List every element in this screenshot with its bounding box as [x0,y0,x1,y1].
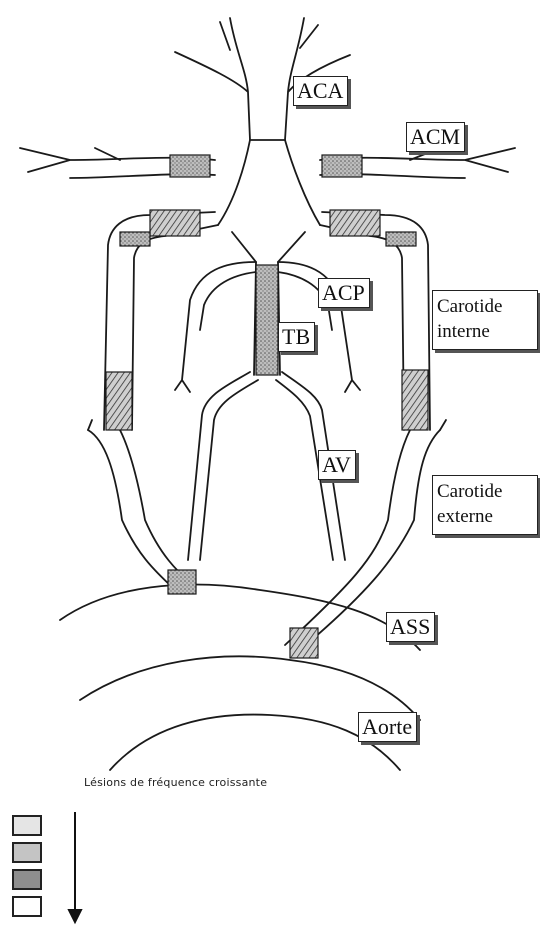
lesion-right-mca [170,155,210,177]
label-aca: ACA [293,76,348,106]
right-vertebral [188,372,250,560]
lesion-left-subclavian [290,628,318,658]
pcom-right [232,232,256,262]
right-aca [175,18,250,140]
right-aca-link [218,140,250,225]
arrow-down-icon [69,812,81,922]
lesion-ca-junction-right [120,232,150,246]
lesion-right-cervical-ica [106,372,132,430]
label-av: AV [318,450,356,480]
label-tb: TB [278,322,315,352]
diagram-caption: Lésions de fréquence croissante [84,776,344,789]
pcom-left [278,232,305,262]
label-carotide-externe: Carotide externe [432,475,538,535]
legend-swatch-heavy [12,869,42,890]
left-internal-carotid-2 [320,225,404,430]
legend-swatch-medium [12,842,42,863]
label-aorte: Aorte [358,712,417,742]
label-acp: ACP [318,278,370,308]
right-common-carotid-2 [120,430,190,582]
lesion-ca-junction-left [386,232,416,246]
right-internal-carotid-2 [132,225,218,430]
label-acm: ACM [406,122,465,152]
lesion-right-vertebral-origin [168,570,196,594]
lesion-left-siphon [330,210,380,236]
lesion-left-cervical-ica [402,370,428,430]
lesion-left-mca [322,155,362,177]
aortic-arch-outer [60,585,420,650]
right-vertebral-2 [200,380,258,560]
aortic-arch-lower [110,715,400,770]
label-ass: ASS [386,612,435,642]
lesion-right-siphon [150,210,200,236]
right-pca [175,262,256,392]
right-pca-2 [200,272,256,330]
legend-swatch-light [12,815,42,836]
right-common-carotid [88,430,175,590]
aortic-arch-inner [80,656,420,720]
legend-swatch-empty [12,896,42,917]
left-aca-link [285,140,320,225]
lesion-basilar [256,265,278,375]
label-carotide-interne: Carotide interne [432,290,538,350]
